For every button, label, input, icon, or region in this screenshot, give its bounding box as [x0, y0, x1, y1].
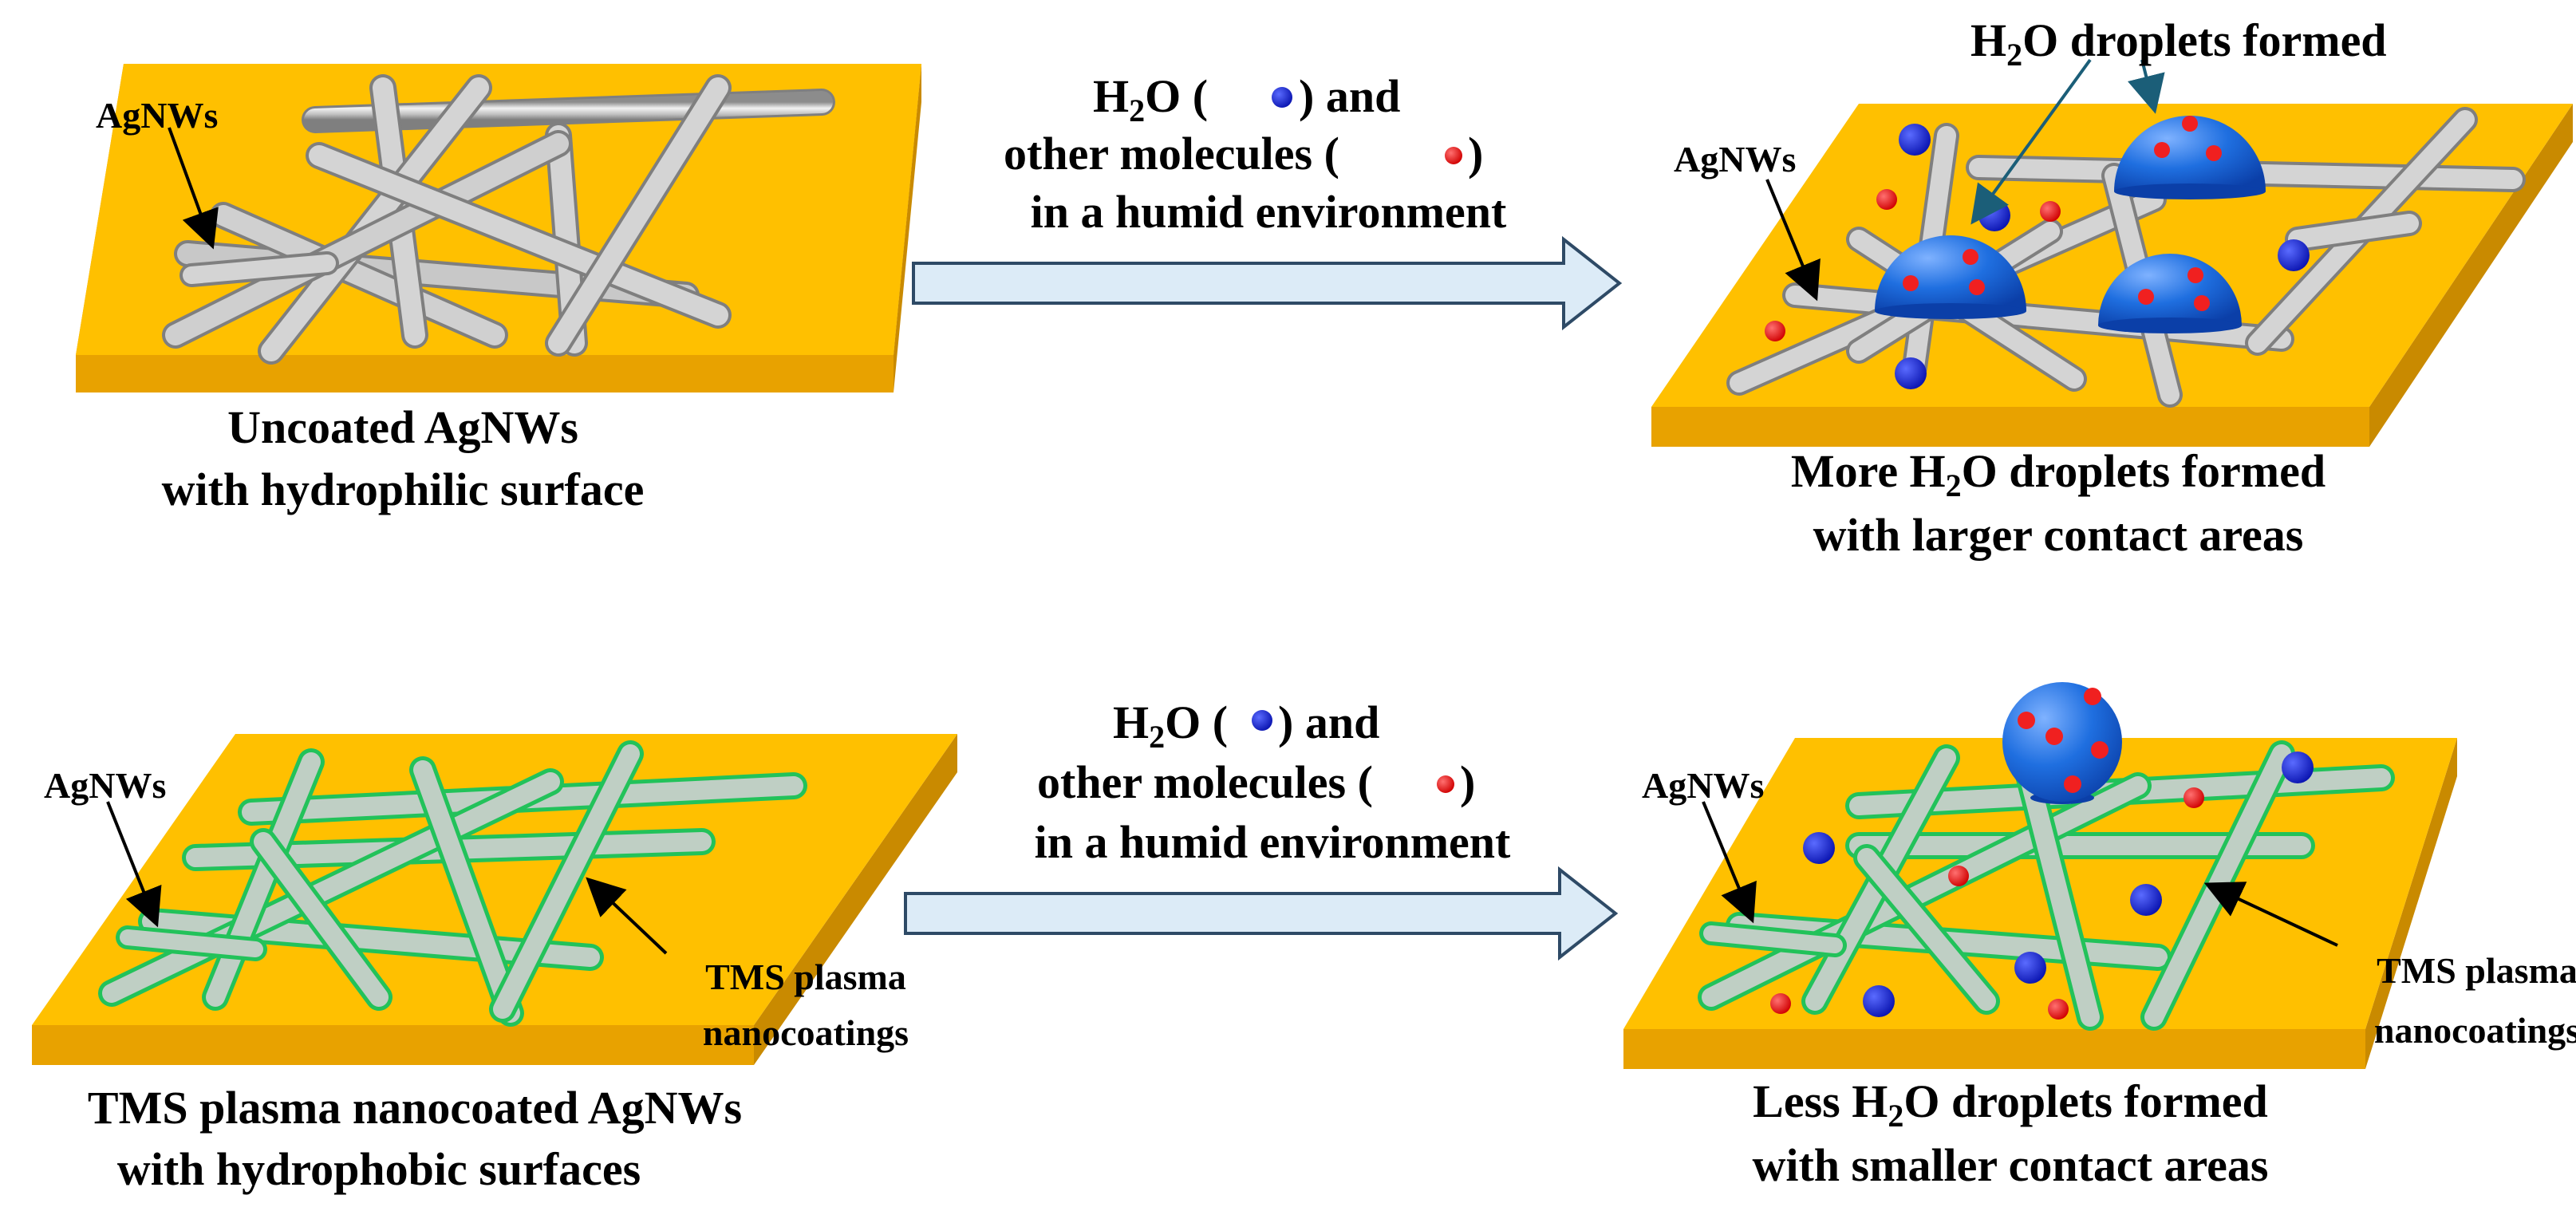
arrow-text-line-3: in a humid environment: [1035, 816, 1511, 868]
process-arrow-bottom: H2O ( ) and other molecules ( ) in a hum…: [904, 696, 1619, 961]
svg-text:other molecules (: other molecules (: [1037, 756, 1373, 808]
water-molecule-icon: [1272, 87, 1292, 108]
svg-text:) and: ) and: [1278, 696, 1379, 748]
arrow-text-line-1: H2O ( ) and: [1093, 70, 1400, 128]
caption-line-1: More H2O droplets formed: [1791, 445, 2326, 503]
other-molecule-icon: [1445, 147, 1462, 164]
process-arrow-top: H2O ( ) and other molecules ( ) in a hum…: [912, 70, 1623, 331]
arrow-text-line-2: other molecules ( ): [1004, 128, 1483, 179]
coating-pointer-arrow: [586, 877, 668, 955]
wire-pointer-arrow: [1702, 801, 1757, 924]
svg-text:H2O (: H2O (: [1093, 70, 1208, 128]
molecules: [1770, 751, 2314, 1020]
panel-top-right: H2O droplets formed AgNWs More H2O dropl…: [1651, 14, 2573, 561]
arrow-shape: [904, 866, 1619, 961]
wire-pointer-arrow: [1765, 179, 1821, 302]
droplet: [1875, 235, 2026, 311]
caption-line-1: Less H2O droplets formed: [1753, 1075, 2268, 1134]
coating-label-line-2: nanocoatings: [2374, 1010, 2576, 1051]
panel-top-left: AgNWs Uncoated AgNWs with hydrophilic su…: [76, 64, 921, 515]
svg-text:H2O (: H2O (: [1113, 696, 1228, 755]
panel-bottom-right: AgNWs TMS plasma nanocoatings Less H2O d…: [1623, 682, 2576, 1191]
coating-pointer-arrow: [2203, 882, 2338, 947]
caption-line-1: Uncoated AgNWs: [227, 401, 578, 453]
coated-nanowires: [1698, 740, 2395, 1031]
wire-label: AgNWs: [1642, 765, 1764, 806]
other-molecule-icon: [1437, 775, 1454, 793]
wire-pointer-arrow: [106, 801, 162, 928]
svg-text:other molecules (: other molecules (: [1004, 128, 1339, 179]
arrow-text-line-1: H2O ( ) and: [1113, 696, 1379, 755]
caption-line-2: with hydrophobic surfaces: [117, 1143, 641, 1195]
arrow-text-line-2: other molecules ( ): [1037, 756, 1475, 808]
arrow-shape: [912, 235, 1623, 331]
svg-text:): ): [1460, 756, 1475, 808]
wire-label: AgNWs: [1674, 139, 1796, 179]
water-molecule-icon: [1252, 710, 1272, 731]
coated-nanowires: [98, 740, 807, 1027]
droplet-label: H2O droplets formed: [1970, 14, 2387, 73]
svg-text:) and: ) and: [1299, 70, 1400, 122]
droplet-pointer-arrow: [1970, 58, 2092, 225]
droplet-pointer-arrow: [2128, 59, 2165, 114]
caption-line-2: with larger contact areas: [1813, 509, 2304, 561]
caption-line-2: with smaller contact areas: [1752, 1139, 2268, 1191]
wire-label: AgNWs: [44, 765, 166, 806]
caption-line-1: TMS plasma nanocoated AgNWs: [88, 1082, 742, 1134]
caption-line-2: with hydrophilic surface: [162, 463, 645, 515]
wire-pointer-arrow: [168, 127, 219, 250]
arrow-text-line-3: in a humid environment: [1031, 186, 1507, 238]
wire-label: AgNWs: [96, 95, 218, 136]
coating-label-line-1: TMS plasma: [2377, 950, 2576, 991]
panel-bottom-left: AgNWs TMS plasma nanocoatings TMS plasma…: [32, 734, 957, 1195]
coating-label-line-2: nanocoatings: [703, 1012, 909, 1053]
water-droplets: [1875, 116, 2266, 333]
droplet: [2114, 116, 2266, 191]
coating-label-line-1: TMS plasma: [705, 957, 906, 997]
water-droplet-sphere: [2002, 682, 2122, 804]
nanowires: [162, 74, 835, 365]
droplet: [2002, 682, 2122, 802]
svg-text:): ): [1468, 128, 1483, 179]
